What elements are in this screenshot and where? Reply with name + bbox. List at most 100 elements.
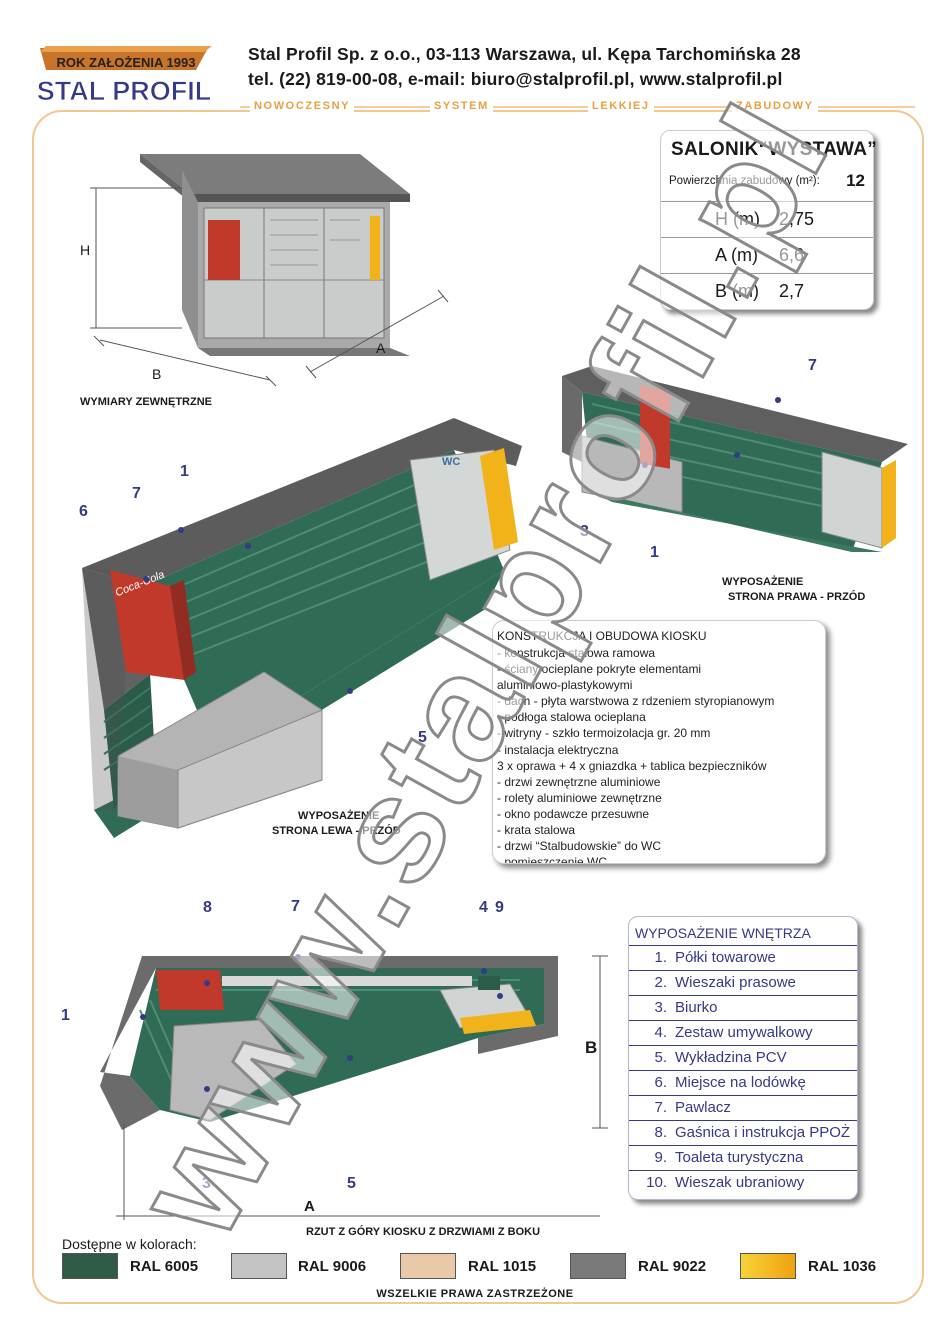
company-contact: tel. (22) 819-00-08, e-mail: biuro@stalp… [248,69,783,89]
equipment-item: 5. Wykładzina PCV [629,1045,857,1070]
equipment-number: 2. [654,974,667,991]
equipment-number: 6. [654,1074,667,1091]
callout-number: 1 [180,463,189,480]
kiosk-external-view: H B A [70,140,460,390]
equipment-label: Zestaw umywalkowy [675,1024,813,1041]
callout-number: 6 [79,503,88,520]
caption-left-front-1: WYPOSAŻENIE [298,810,380,822]
callout-dot [140,1014,146,1020]
spec-area-label: Powierzchnia zabudowy (m²): [669,175,820,187]
equipment-item: 4. Zestaw umywalkowy [629,1020,857,1045]
spec-card: SALONIK“WYSTAWA” Powierzchnia zabudowy (… [660,130,877,310]
equipment-title: WYPOSAŻENIE WNĘTRZA [635,925,811,941]
equipment-item: 2. Wieszaki prasowe [629,970,857,995]
callout-dot [347,688,353,694]
tagline-word: SYSTEM [430,100,493,112]
equipment-item: 7.Pawlacz [629,1095,857,1120]
color-swatch [740,1253,796,1279]
callout-number: 9 [495,899,504,916]
spec-value: 2,7 [779,281,805,301]
equipment-label: Pawlacz [675,1099,731,1116]
caption-external: WYMIARY ZEWNĘTRZNE [80,396,212,408]
spec-row: B (m) 2,7 [661,273,873,310]
equipment-label: Wykładzina PCV [675,1049,787,1066]
equipment-item: 8.Gaśnica i instrukcja PPOŻ [629,1120,857,1145]
equipment-item: 1.Półki towarowe [629,945,857,970]
spec-row: A (m) 6,6 [661,237,873,274]
callout-number: 7 [291,898,300,915]
colors-label: Dostępne w kolorach: [62,1236,197,1252]
callout-dot [481,968,487,974]
color-swatch-label: RAL 1015 [468,1258,537,1275]
equipment-number: 5. [654,1049,667,1066]
construction-list: - konstrukcja stalowa ramowa - ściany oc… [497,645,775,864]
callout-dot [204,980,210,986]
callout-dot [775,397,781,403]
equipment-number: 8. [654,1124,667,1141]
callout-dot [245,543,251,549]
equipment-number: 3. [654,999,667,1016]
equipment-number: 4. [654,1024,667,1041]
caption-right-front-2: STRONA PRAWA - PRZÓD [728,591,866,603]
spec-key: B (m) [715,281,759,301]
callout-dot [295,954,301,960]
construction-box: KONSTRUKCJA I OBUDOWA KIOSKU - konstrukc… [492,620,826,864]
callout-number: 7 [132,485,141,502]
kiosk-left-front-view: WC Coca-Cola [74,410,524,840]
dim-a-label: A [376,340,386,356]
equipment-label: Wieszaki prasowe [675,974,796,991]
construction-item: - dach - płyta warstwowa z rdzeniem styr… [497,694,775,709]
construction-item: - drzwi “Stalbudowskie” do WC [497,839,662,854]
construction-item: - instalacja elektryczna [497,742,619,757]
caption-left-front-2: STRONA LEWA - PRZÓD [272,825,401,837]
callout-dot [642,462,648,468]
spec-value: 6,6 [779,245,805,265]
caption-right-front-1: WYPOSAŻENIE [722,576,804,588]
construction-item: - konstrukcja stalowa ramowa [497,646,656,660]
color-swatch [400,1253,456,1279]
tagline-rule [240,106,915,108]
equipment-list-box: WYPOSAŻENIE WNĘTRZA 1.Półki towarowe 2. W… [628,916,858,1200]
spec-value: 2,75 [779,209,815,229]
company-address: Stal Profil Sp. z o.o., 03-113 Warszawa,… [248,44,801,64]
equipment-label: Wieszak ubraniowy [675,1174,805,1191]
callout-number: 3 [580,523,589,540]
dim-a-top-label: A [304,1198,315,1215]
kiosk-top-view [60,940,620,1230]
callout-number: 8 [203,899,212,916]
kiosk-right-front-view [552,352,912,572]
dim-b-label: B [152,366,162,382]
callout-dot [204,1086,210,1092]
construction-item: - pomieszczenie WC [497,855,608,864]
equipment-label: Biurko [675,999,718,1016]
construction-item: - ściany ocieplane pokryte elementami [497,662,702,677]
callout-number: 7 [808,357,817,374]
caption-top-view: RZUT Z GÓRY KIOSKU Z DRZWIAMI Z BOKU [306,1226,541,1238]
construction-item: - podłoga stalowa ocieplana [497,710,646,725]
equipment-number: 10. [646,1174,667,1191]
copyright-notice: WSZELKIE PRAWA ZASTRZEŻONE [376,1288,574,1300]
callout-dot [734,452,740,458]
callout-number: 1 [650,544,659,561]
spec-area-value: 12 [846,171,865,190]
equipment-number: 1. [654,949,667,966]
equipment-item: 3. Biurko [629,995,857,1020]
callout-number: 5 [347,1175,356,1192]
construction-title: KONSTRUKCJA I OBUDOWA KIOSKU [497,629,707,643]
construction-item: 3 x oprawa + 4 x gniazdka + tablica bezp… [497,758,767,773]
equipment-item: 9.Toaleta turystyczna [629,1145,857,1170]
spec-key: H (m) [715,209,760,229]
callout-number: 5 [418,729,427,746]
tagline-word: NOWOCZESNY [250,100,355,112]
color-swatch-label: RAL 9022 [638,1258,707,1275]
dim-h-label: H [80,242,91,258]
callout-number: 4 [479,899,488,916]
construction-item: - okno podawcze przesuwne [497,806,650,821]
dim-b-top-label: B [585,1038,598,1057]
construction-item: - witryny - szkło termoizolacja gr. 20 m… [497,726,711,741]
callout-dot [497,993,503,999]
color-swatch-label: RAL 6005 [130,1258,199,1275]
equipment-number: 9. [654,1149,667,1166]
construction-item: aluminiowo-plastykowymi [497,678,633,693]
callout-number: 3 [202,1175,211,1192]
